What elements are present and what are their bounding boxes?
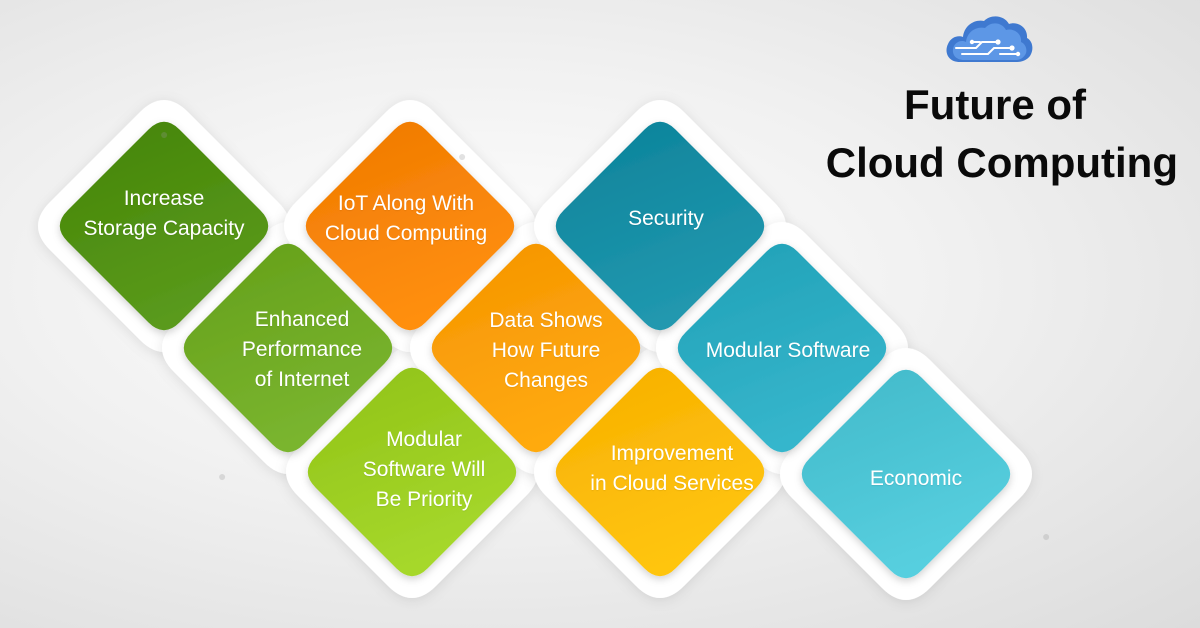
tile-label-economic: Economic: [869, 467, 963, 490]
tile-label-increase-storage: Increase Storage Capacity: [83, 187, 245, 240]
tile-iot-cloud: [305, 121, 515, 331]
tile-label-enhanced-performance: Enhanced Performance of Internet: [241, 308, 363, 391]
tile-label-security: Security: [628, 207, 704, 230]
tile-improvement: [555, 367, 765, 577]
watermark: ●: [160, 126, 169, 142]
tile-modular-software: [677, 243, 887, 453]
tile-increase-storage: [59, 121, 269, 331]
tiles-group: [59, 121, 1011, 579]
cloud-circuit-icon: [946, 16, 1033, 62]
tile-label-modular-priority: Modular Software Will Be Priority: [362, 428, 486, 511]
tile-economic: [801, 369, 1011, 579]
tile-data-shows: [431, 243, 641, 453]
watermark: ●: [218, 468, 227, 484]
tile-label-iot-cloud: IoT Along With Cloud Computing: [324, 192, 488, 245]
tile-label-modular-software: Modular Software: [705, 339, 871, 362]
watermark: ●: [1042, 528, 1051, 544]
watermark: ●: [458, 148, 467, 164]
page-title-line-2: Cloud Computing: [825, 139, 1178, 186]
tile-security: [555, 121, 765, 331]
tile-label-data-shows: Data Shows How Future Changes: [489, 309, 603, 392]
tile-enhanced-performance: [183, 243, 393, 453]
tile-label-improvement: Improvement in Cloud Services: [590, 442, 754, 495]
page-title-line-1: Future of: [904, 81, 1086, 128]
tile-modular-priority: [307, 367, 517, 577]
